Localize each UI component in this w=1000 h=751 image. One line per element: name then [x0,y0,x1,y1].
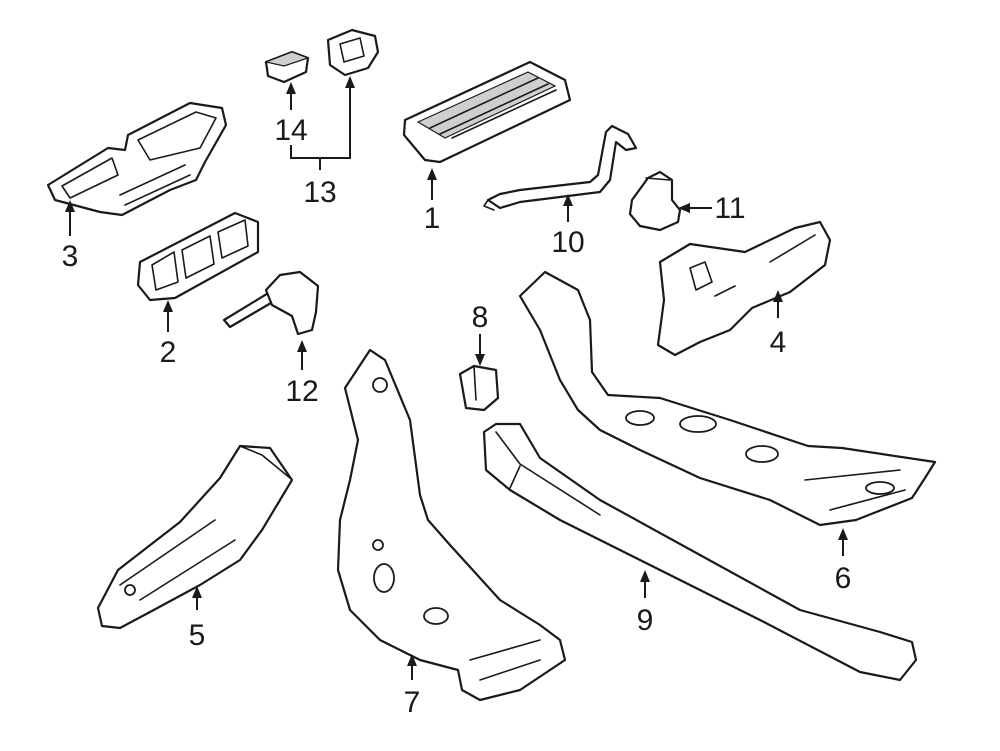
part-11-elbow[interactable] [628,170,682,232]
part-13-connector[interactable] [326,28,380,77]
part-7-vertical-duct[interactable] [336,348,567,702]
part-3-dual-vent[interactable] [46,101,228,217]
callout-1: 1 [424,202,441,235]
part-9-floor-duct[interactable] [482,422,918,682]
callout-7: 7 [404,686,421,719]
part-10-tube[interactable] [483,124,638,211]
callout-11: 11 [714,192,745,225]
part-1-top-grille-panel[interactable] [402,60,572,164]
callout-9: 9 [637,604,654,637]
part-12-sensor[interactable] [222,270,320,336]
part-14-clip[interactable] [263,50,310,84]
leader-lines [65,76,848,680]
part-5-side-duct[interactable] [96,444,294,630]
callout-12: 12 [285,375,318,408]
part-4-bracket-duct[interactable] [656,220,832,357]
part-2-center-vent[interactable] [136,211,260,302]
callout-10: 10 [551,226,584,259]
part-8-block[interactable] [458,364,500,412]
callout-5: 5 [189,619,206,652]
callout-2: 2 [160,336,177,369]
callout-3: 3 [62,240,79,273]
callout-4: 4 [770,326,787,359]
callout-labels: 1 2 3 4 5 6 7 8 9 10 11 12 13 14 [62,114,852,719]
callout-14: 14 [274,114,307,147]
callout-6: 6 [835,562,852,595]
part-6-rear-duct[interactable] [518,270,937,527]
callout-13: 13 [303,176,336,209]
callout-8: 8 [472,301,489,334]
